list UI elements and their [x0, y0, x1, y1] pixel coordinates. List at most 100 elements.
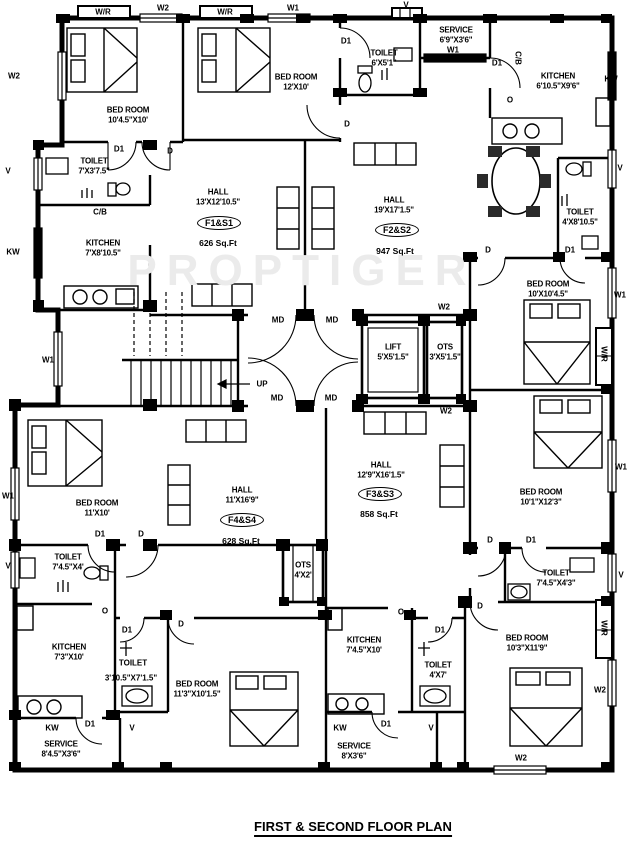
toilet-wc	[120, 642, 153, 707]
opening-tag-o: O	[506, 95, 514, 105]
watermark: PROPTIGER	[127, 246, 477, 295]
vent-tag-v: V	[129, 723, 135, 733]
window-tag-kw: KW	[604, 74, 618, 84]
vent-tag-v: V	[5, 166, 11, 176]
room-label-kitchen-f3: KITCHEN 7'4.5"X10'	[346, 635, 382, 654]
opening-tag-o: O	[101, 606, 109, 616]
window-tag-w1: W1	[447, 45, 459, 55]
toilet-wc	[561, 161, 599, 250]
unit-area-f1s1: 626 Sq.Ft	[199, 238, 237, 248]
window-tag-w2: W2	[440, 406, 452, 416]
window-tag-w2: W2	[594, 685, 606, 695]
sofa	[353, 142, 417, 166]
room-label-service-f2: SERVICE 6'9"X3'6"	[439, 25, 473, 44]
window-tag-w1: W1	[615, 462, 627, 472]
room-label-hall-f1: HALL 13'X12'10.5"	[196, 187, 240, 206]
bed	[533, 395, 603, 469]
door-tag-d1: D1	[564, 245, 576, 255]
room-label-bedroom-f3b: BED ROOM 10'3"X11'9"	[505, 633, 549, 652]
window-tag-w1: W1	[42, 355, 54, 365]
closet-tag-wr: W/R	[217, 7, 233, 17]
door-tag-d1: D1	[113, 144, 125, 154]
unit-badge-f3s3: F3&S3	[357, 487, 403, 501]
window-tag-w2: W2	[515, 753, 527, 763]
door-tag-d1: D1	[434, 625, 446, 635]
sofa	[276, 186, 300, 250]
window-tag-w1: W1	[614, 290, 626, 300]
cupboard-tag-cb: C/B	[93, 207, 107, 217]
windows	[10, 13, 617, 775]
opening-tag-o: O	[397, 607, 405, 617]
sofa	[311, 186, 335, 250]
inner-walls	[15, 18, 612, 770]
door-tag-d1: D1	[380, 719, 392, 729]
room-label-hall-f3: HALL 12'9"X16'1.5"	[357, 460, 405, 479]
room-label-service-f4: SERVICE 8'4.5"X3'6"	[41, 739, 81, 758]
wardrobe-tag-wr: W/R	[599, 620, 609, 636]
window-tag-w2: W2	[8, 71, 20, 81]
toilet-wc	[45, 157, 131, 198]
page-title: FIRST & SECOND FLOOR PLAN	[254, 819, 452, 837]
stove	[491, 97, 611, 145]
room-label-kitchen-f1: KITCHEN 7'X8'10.5"	[85, 238, 121, 257]
room-label-toilet-f4b: TOILET	[118, 658, 148, 668]
room-label-toilet-f2: TOILET 6'X5'1"	[370, 48, 398, 67]
wardrobes	[595, 327, 613, 659]
door-tag-d: D	[178, 619, 184, 629]
room-dim-toilet-f4b: 3'10.5"X7'1.5"	[104, 673, 158, 683]
room-label-bedroom-tl: BED ROOM 10'4.5"X10'	[106, 105, 150, 124]
toilet-wc	[19, 557, 109, 592]
stove	[327, 607, 385, 715]
door-tag-d: D	[344, 119, 350, 129]
room-label-hall-f4: HALL 11'X16'9"	[225, 485, 259, 504]
toilet-wc	[507, 557, 595, 601]
window-tag-kw: KW	[333, 723, 347, 733]
door-tag-d: D	[167, 146, 173, 156]
door-tag-d1: D1	[525, 535, 537, 545]
unit-area-f2s2: 947 Sq.Ft	[376, 246, 414, 256]
beds	[27, 27, 603, 747]
lift-shaft	[360, 320, 426, 400]
vent-tag-v: V	[428, 723, 434, 733]
outer-walls	[12, 15, 615, 773]
sofa	[191, 283, 253, 307]
staircase	[130, 292, 250, 406]
window-tag-kw: KW	[6, 247, 20, 257]
vent-tag-v: V	[618, 570, 624, 580]
door-arcs	[75, 27, 586, 745]
sofa	[185, 419, 247, 443]
vent-tag-v: V	[403, 0, 409, 10]
bed	[509, 667, 583, 747]
door-tag-md: MD	[325, 315, 339, 325]
door-tag-d: D	[138, 529, 144, 539]
door-tag-md: MD	[270, 393, 284, 403]
bed	[27, 419, 103, 487]
room-label-toilet-f3r: TOILET 7'4.5"X4'3"	[536, 568, 576, 587]
unit-badge-f2s2: F2&S2	[374, 223, 420, 237]
room-label-kitchen-f4: KITCHEN 7'3"X10'	[51, 642, 87, 661]
bed	[229, 671, 299, 747]
sofa	[167, 464, 191, 526]
wardrobe-tag-wr: W/R	[599, 346, 609, 362]
unit-area-f4s4: 628 Sq.Ft	[222, 536, 260, 546]
unit-badge-f4s4: F4&S4	[219, 513, 265, 527]
room-label-bedroom-f4: BED ROOM 11'X10'	[75, 498, 119, 517]
closet-tag-wr: W/R	[95, 7, 111, 17]
room-label-toilet-f1: TOILET 7'X3'7.5"	[78, 156, 110, 175]
room-label-ots-bottom: OTS 4'X2'	[294, 560, 312, 579]
room-label-ots-mid: OTS 3'X5'1.5"	[429, 342, 461, 361]
window-tag-w1: W1	[2, 491, 14, 501]
door-tag-md: MD	[271, 315, 285, 325]
room-label-bedroom-f3r: BED ROOM 10'1"X12'3"	[519, 487, 563, 506]
room-label-toilet-f2r: TOILET 4'X8'10.5"	[562, 207, 598, 226]
door-tag-d: D	[477, 601, 483, 611]
sofas	[167, 142, 465, 526]
toilet-wc	[357, 47, 413, 93]
window-tag-w1: W1	[287, 3, 299, 13]
bed	[66, 27, 138, 93]
stove	[63, 285, 139, 309]
up-arrow-icon	[216, 379, 227, 389]
room-label-service-f3: SERVICE 8'X3'6"	[337, 741, 371, 760]
room-label-toilet-f4: TOILET 7'4.5"X4'	[52, 552, 84, 571]
